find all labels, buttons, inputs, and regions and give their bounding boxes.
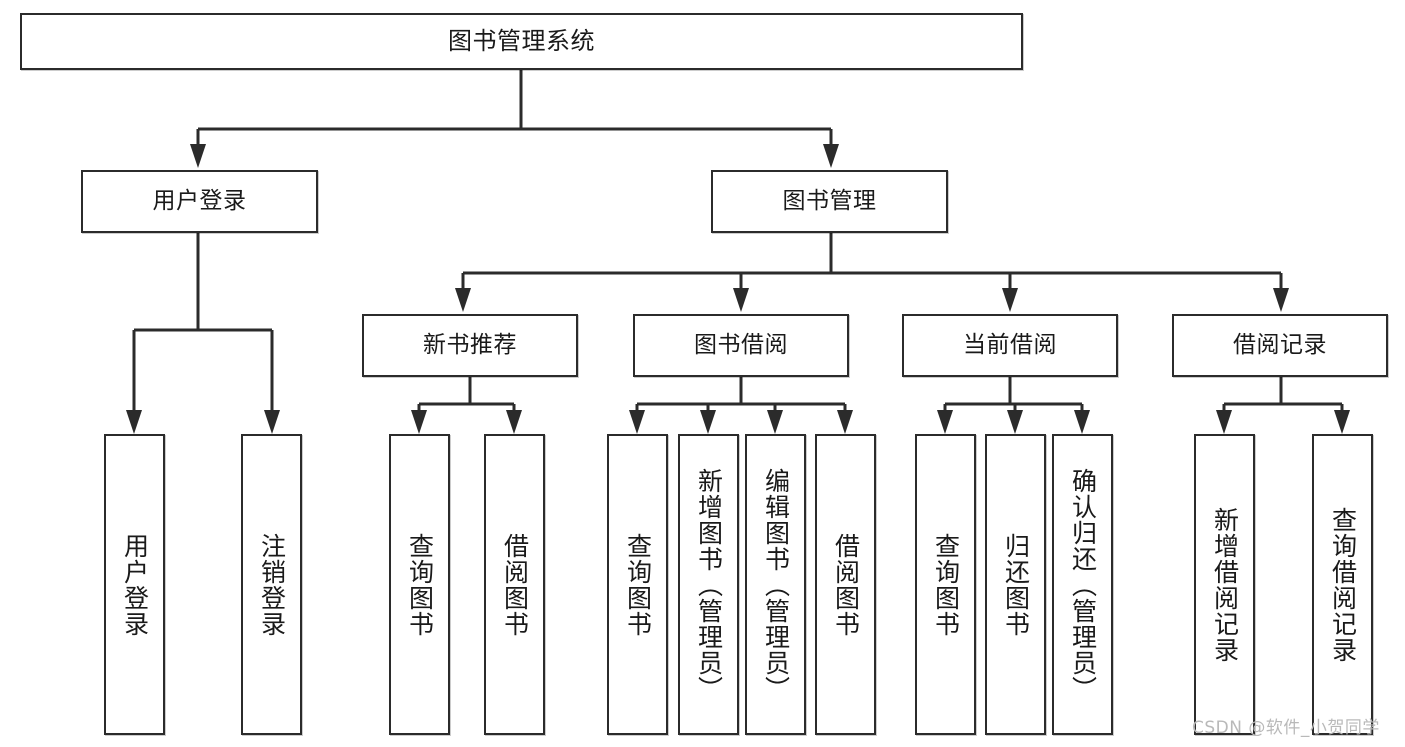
node-current-borrow[interactable]: 当前借阅 xyxy=(902,314,1118,377)
node-label: 查询图书 xyxy=(931,532,961,637)
node-label: 图书管理 xyxy=(782,188,877,215)
node-label: 用户登录 xyxy=(152,188,247,215)
node-root-book-management-system[interactable]: 图书管理系统 xyxy=(20,13,1023,70)
node-label: 查询图书 xyxy=(623,532,653,637)
node-book-borrow[interactable]: 图书借阅 xyxy=(633,314,849,377)
csdn-watermark: CSDN @软件_小贺同学 xyxy=(1192,718,1380,738)
node-label: 借阅记录 xyxy=(1233,332,1327,359)
node-user-login[interactable]: 用户登录 xyxy=(81,170,318,233)
leaf-borrow-borrow-book[interactable]: 借阅图书 xyxy=(815,434,876,735)
leaf-current-query-book[interactable]: 查询图书 xyxy=(915,434,976,735)
leaf-borrow-edit-book-admin[interactable]: 编辑图书（管理员） xyxy=(745,434,806,735)
node-new-book-recommend[interactable]: 新书推荐 xyxy=(362,314,578,377)
node-label: 查询图书 xyxy=(405,532,435,637)
node-label: 查询借阅记录 xyxy=(1328,506,1358,663)
node-label: 新增借阅记录 xyxy=(1210,506,1240,663)
leaf-new-book-borrow-book[interactable]: 借阅图书 xyxy=(484,434,545,735)
leaf-new-book-query-book[interactable]: 查询图书 xyxy=(389,434,450,735)
node-label: 借阅图书 xyxy=(831,532,861,637)
leaf-borrow-add-book-admin[interactable]: 新增图书（管理员） xyxy=(678,434,739,735)
node-label: 当前借阅 xyxy=(963,332,1057,359)
node-label: 新增图书（管理员） xyxy=(694,467,724,702)
node-label: 注销登录 xyxy=(257,532,287,637)
leaf-user-login-login[interactable]: 用户登录 xyxy=(104,434,165,735)
leaf-current-confirm-return-admin[interactable]: 确认归还（管理员） xyxy=(1052,434,1113,735)
node-label: 图书借阅 xyxy=(694,332,788,359)
node-label: 确认归还（管理员） xyxy=(1068,467,1098,702)
node-label: 归还图书 xyxy=(1001,532,1031,637)
node-borrow-record[interactable]: 借阅记录 xyxy=(1172,314,1388,377)
leaf-user-login-logout[interactable]: 注销登录 xyxy=(241,434,302,735)
leaf-record-add-record[interactable]: 新增借阅记录 xyxy=(1194,434,1255,735)
leaf-record-query-record[interactable]: 查询借阅记录 xyxy=(1312,434,1373,735)
leaf-current-return-book[interactable]: 归还图书 xyxy=(985,434,1046,735)
node-label: 借阅图书 xyxy=(500,532,530,637)
node-book-management[interactable]: 图书管理 xyxy=(711,170,948,233)
node-label: 编辑图书（管理员） xyxy=(761,467,791,702)
leaf-borrow-query-book[interactable]: 查询图书 xyxy=(607,434,668,735)
node-label: 图书管理系统 xyxy=(448,26,595,55)
node-label: 用户登录 xyxy=(120,532,150,637)
node-label: 新书推荐 xyxy=(423,332,517,359)
